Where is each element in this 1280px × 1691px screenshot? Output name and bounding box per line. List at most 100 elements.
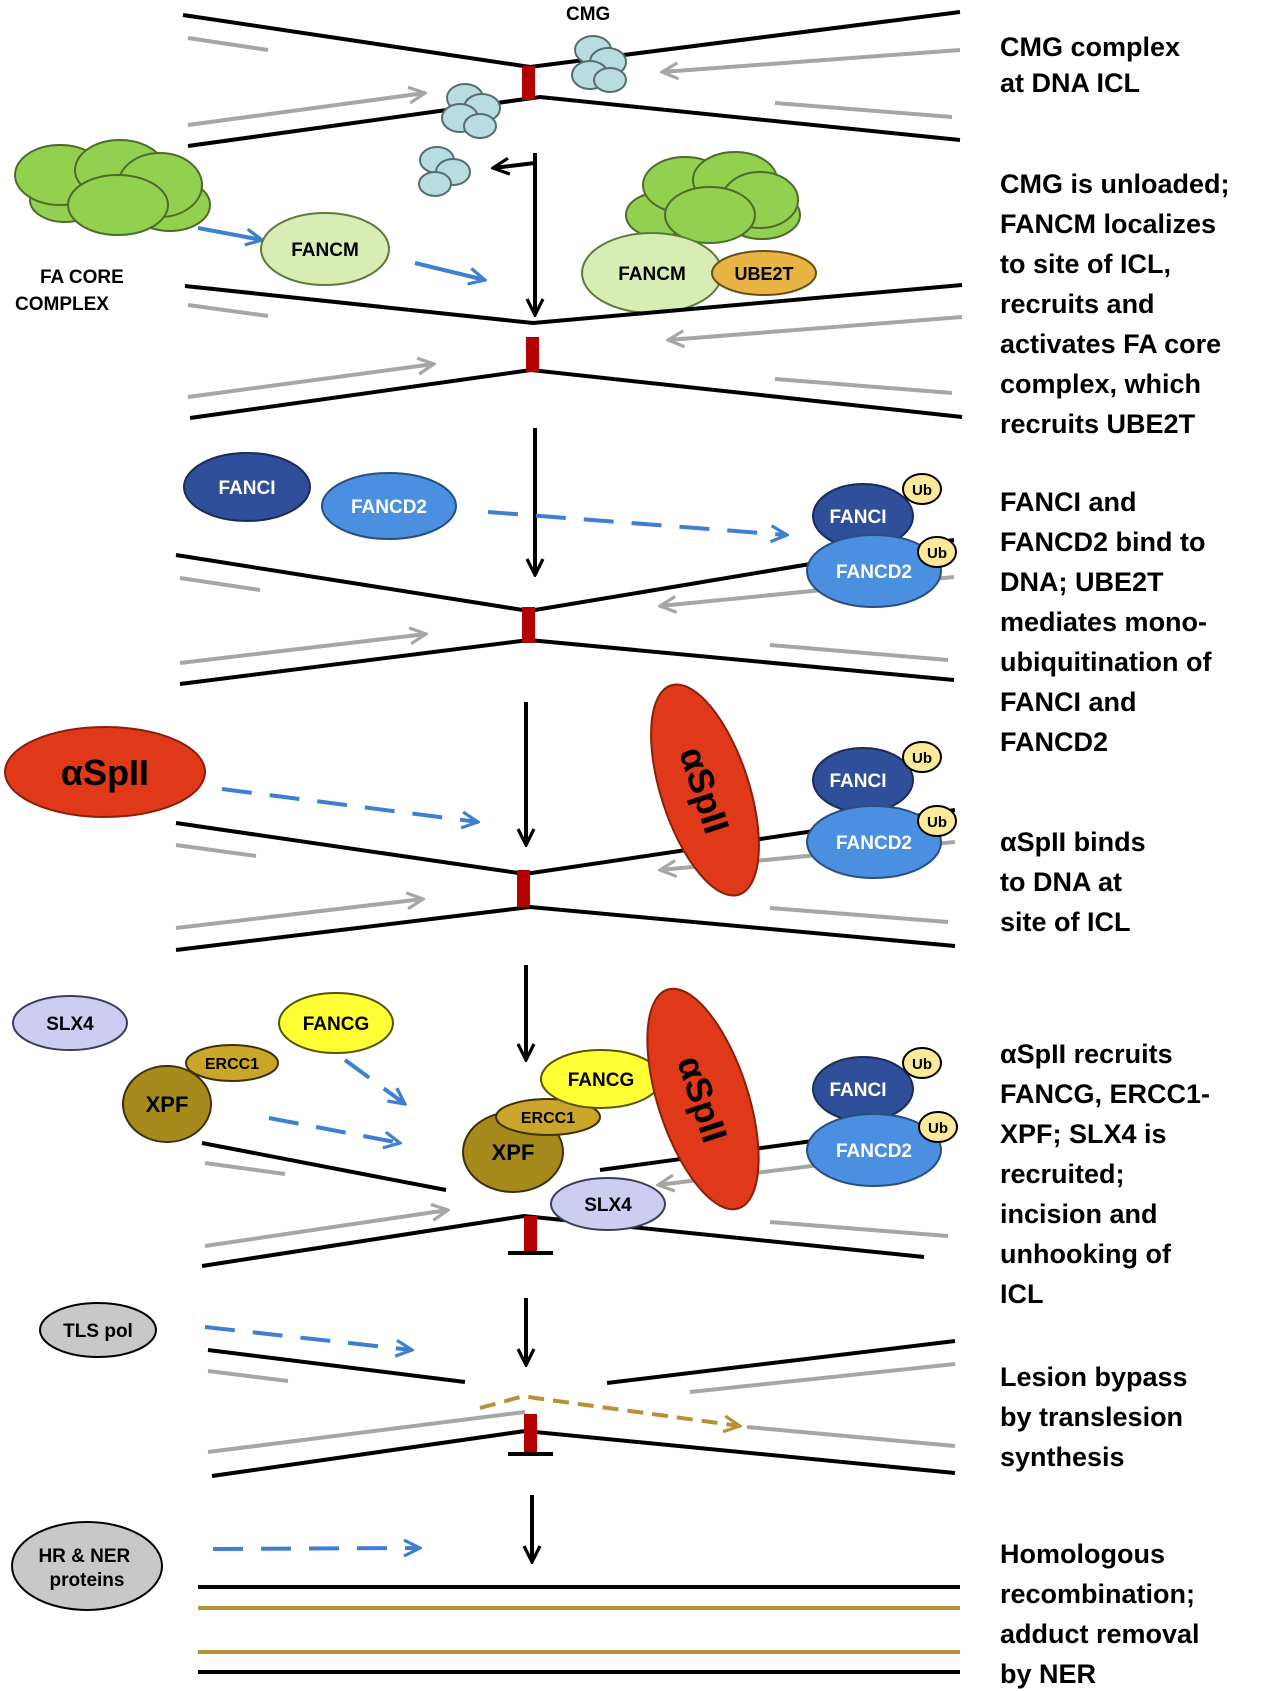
nascent-strand bbox=[187, 303, 269, 318]
ercc1-bound-label: ERCC1 bbox=[521, 1110, 575, 1127]
fancd2-bound-label: FANCD2 bbox=[836, 1141, 912, 1162]
fa-core-label: FA CORE COMPLEX bbox=[15, 267, 129, 315]
ube2t-protein bbox=[711, 250, 817, 296]
fancd2-label: FANCD2 bbox=[351, 497, 427, 518]
dna-strand bbox=[184, 283, 963, 326]
step2-caption-line: complex, which bbox=[1000, 369, 1201, 399]
ubiquitin-label: Ub bbox=[912, 1056, 932, 1073]
cmg-label: CMG bbox=[566, 4, 610, 25]
nascent-strand bbox=[769, 1220, 949, 1238]
recruit-arrow bbox=[343, 1058, 405, 1104]
slx4-protein-bound bbox=[550, 1177, 666, 1231]
step2-caption-line: FANCM localizes bbox=[1000, 209, 1216, 239]
step7-caption-line: recombination; bbox=[1000, 1579, 1195, 1609]
icl-crosslink bbox=[524, 1216, 537, 1253]
ubiquitin-label: Ub bbox=[927, 545, 947, 562]
step-captions: CMG complex at DNA ICL CMG is unloaded; … bbox=[1000, 32, 1230, 1689]
dna-strand bbox=[189, 367, 963, 420]
slx4-label: SLX4 bbox=[46, 1014, 94, 1035]
step6: TLS pol bbox=[39, 1298, 956, 1478]
fa-core-complex bbox=[14, 139, 211, 236]
recruit-arrow bbox=[414, 261, 485, 280]
step1-caption: CMG complex at DNA ICL bbox=[1000, 32, 1188, 98]
fancm-label: FANCM bbox=[291, 240, 359, 261]
step4-caption-line: site of ICL bbox=[1000, 907, 1131, 937]
fancd2-bound-label: FANCD2 bbox=[836, 562, 912, 583]
nascent-strand bbox=[689, 1362, 956, 1394]
step2-caption-line: recruits and bbox=[1000, 289, 1155, 319]
icl-crosslink bbox=[517, 870, 530, 907]
fanci-label: FANCI bbox=[219, 478, 276, 499]
icl-crosslink bbox=[522, 66, 535, 100]
slx4-bound-label: SLX4 bbox=[584, 1195, 632, 1216]
ubiquitin-label: Ub bbox=[912, 750, 932, 767]
ubiquitin-tag bbox=[902, 1047, 942, 1079]
spII-label: αSpII bbox=[61, 752, 149, 793]
step3-caption-line: mediates mono- bbox=[1000, 607, 1207, 637]
cmg-helicase bbox=[441, 83, 501, 139]
cmg-unload-arrow bbox=[493, 153, 537, 168]
dna-strand bbox=[201, 1141, 447, 1192]
hr-ner-label-line: proteins bbox=[50, 1570, 125, 1591]
step6-caption-line: by translesion bbox=[1000, 1402, 1183, 1432]
dna-strand bbox=[187, 94, 961, 148]
fancd2-protein-bound bbox=[806, 805, 942, 879]
nascent-strand bbox=[204, 1161, 286, 1176]
fanci-bound-label: FANCI bbox=[830, 1080, 887, 1101]
xpf-label: XPF bbox=[146, 1092, 189, 1117]
nascent-strand bbox=[769, 643, 949, 662]
step1-replication-fork: CMG bbox=[182, 4, 961, 148]
nascent-strand-arrow bbox=[204, 1210, 448, 1248]
step2-caption-line: activates FA core bbox=[1000, 329, 1221, 359]
step3-caption-line: FANCD2 bbox=[1000, 727, 1108, 757]
step4-caption-line: αSpII binds bbox=[1000, 827, 1146, 857]
recruit-arrow bbox=[204, 1325, 412, 1350]
recruit-arrow bbox=[221, 787, 478, 822]
fancd2-protein bbox=[321, 472, 457, 540]
step5-caption: αSpII recruits FANCG, ERCC1- XPF; SLX4 i… bbox=[1000, 1039, 1218, 1309]
ubiquitin-tag bbox=[902, 741, 942, 773]
dna-strand bbox=[201, 1213, 925, 1268]
ubiquitin-label: Ub bbox=[927, 814, 947, 831]
step7-caption: Homologous recombination; adduct removal… bbox=[1000, 1539, 1207, 1689]
fancg-label: FANCG bbox=[303, 1014, 370, 1035]
step3: FANCI FANCD2 FANCI FANCD2 Ub Ub bbox=[175, 428, 957, 686]
step1-caption-line: CMG complex bbox=[1000, 32, 1180, 62]
icl-crosslink bbox=[524, 1414, 537, 1454]
fancd2-protein-bound bbox=[806, 1113, 942, 1187]
recruit-arrow bbox=[487, 510, 787, 535]
recruit-arrow bbox=[268, 1116, 400, 1143]
step3-caption-line: FANCD2 bind to bbox=[1000, 527, 1205, 557]
nascent-strand bbox=[175, 843, 257, 858]
step3-caption-line: FANCI and bbox=[1000, 687, 1137, 717]
dna-strand bbox=[179, 637, 955, 686]
icl-crosslink bbox=[522, 607, 535, 643]
fanci-bound-label: FANCI bbox=[830, 771, 887, 792]
dna-strand bbox=[606, 1339, 956, 1385]
nascent-strand-arrow bbox=[668, 315, 963, 340]
fa-core-label-line: COMPLEX bbox=[15, 294, 109, 315]
nascent-strand-arrow bbox=[662, 48, 961, 72]
step5-caption-line: ICL bbox=[1000, 1279, 1044, 1309]
step1-caption-line: at DNA ICL bbox=[1000, 68, 1140, 98]
slx4-protein bbox=[12, 995, 128, 1051]
step6-caption-line: Lesion bypass bbox=[1000, 1362, 1188, 1392]
step5-caption-line: XPF; SLX4 is bbox=[1000, 1119, 1167, 1149]
step5-caption-line: αSpII recruits bbox=[1000, 1039, 1173, 1069]
fanci-bound-label: FANCI bbox=[830, 507, 887, 528]
step2-caption-line: CMG is unloaded; bbox=[1000, 169, 1230, 199]
ube2t-label: UBE2T bbox=[734, 264, 793, 284]
step7-caption-line: by NER bbox=[1000, 1659, 1096, 1689]
hr-ner-label: HR & NER proteins bbox=[38, 1546, 135, 1591]
ubiquitin-tag bbox=[902, 473, 942, 505]
ercc1-protein-bound bbox=[495, 1098, 601, 1136]
step3-caption: FANCI and FANCD2 bind to DNA; UBE2T medi… bbox=[1000, 487, 1219, 757]
nascent-strand bbox=[769, 906, 949, 924]
nascent-strand bbox=[207, 1410, 526, 1454]
spII-protein-bound: αSpII bbox=[650, 683, 760, 897]
ubiquitin-tag bbox=[918, 1111, 958, 1143]
nascent-strand-arrow bbox=[187, 364, 434, 399]
step5-caption-line: recruited; bbox=[1000, 1159, 1125, 1189]
xpf-protein bbox=[122, 1065, 212, 1143]
hr-ner-label-line: HR & NER bbox=[38, 1546, 130, 1567]
